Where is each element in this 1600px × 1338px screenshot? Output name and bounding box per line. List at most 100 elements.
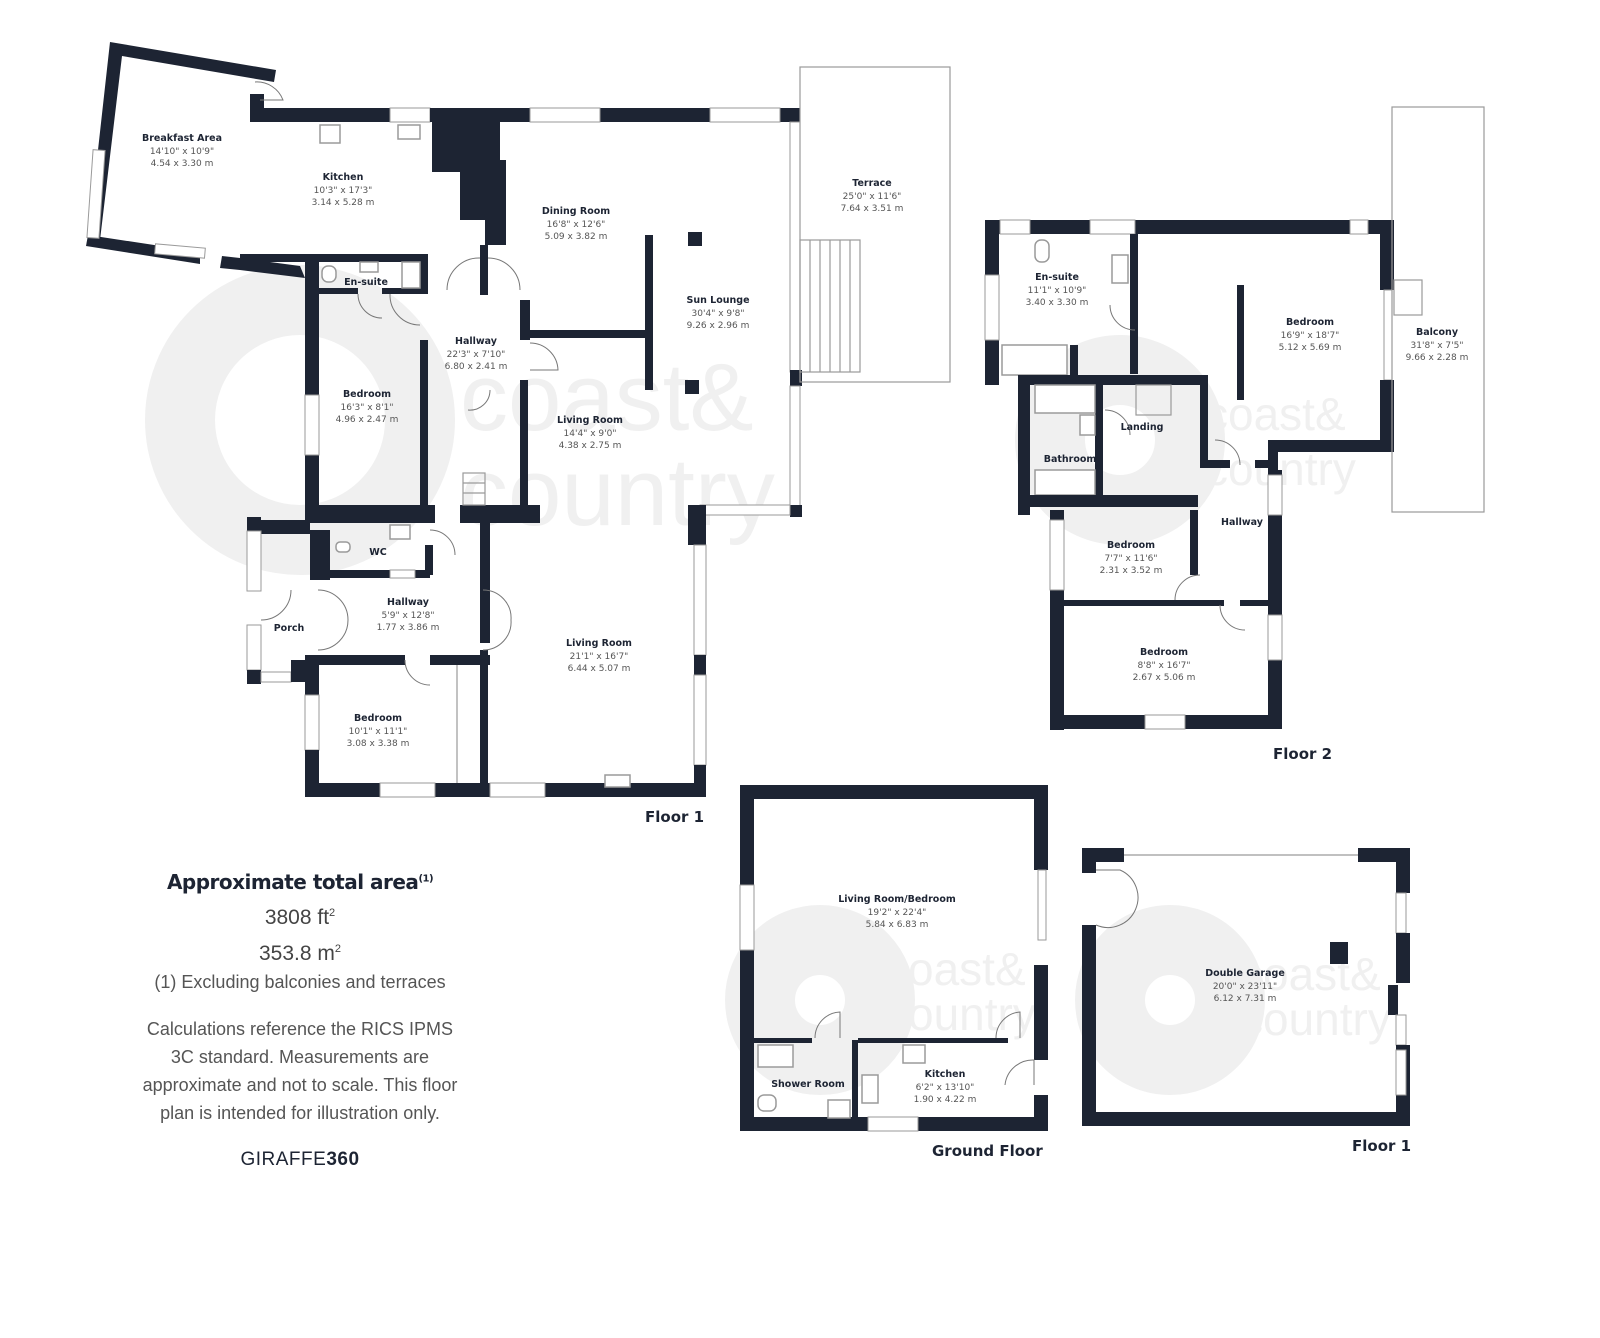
svg-text:Hallway: Hallway xyxy=(1221,517,1264,528)
room-landing: Landing xyxy=(1121,422,1164,433)
svg-text:Balcony: Balcony xyxy=(1416,327,1459,338)
svg-text:coast&: coast& xyxy=(885,943,1026,995)
svg-text:Hallway: Hallway xyxy=(455,336,498,347)
room-porch: Porch xyxy=(274,623,305,634)
svg-text:2.31 x 3.52 m: 2.31 x 3.52 m xyxy=(1100,566,1163,576)
svg-text:7'7" x 11'6": 7'7" x 11'6" xyxy=(1105,554,1158,564)
svg-text:5'9" x 12'8": 5'9" x 12'8" xyxy=(382,611,435,621)
garage-plan xyxy=(1082,848,1410,1126)
svg-text:16'8" x 12'6": 16'8" x 12'6" xyxy=(547,220,606,230)
room-dining-room: Dining Room 16'8" x 12'6" 5.09 x 3.82 m xyxy=(542,206,610,242)
room-double-garage: Double Garage 20'0" x 23'11" 6.12 x 7.31… xyxy=(1205,968,1285,1004)
svg-text:5.12 x 5.69 m: 5.12 x 5.69 m xyxy=(1279,343,1342,353)
svg-text:Kitchen: Kitchen xyxy=(925,1069,966,1080)
room-hallway-entry: Hallway 5'9" x 12'8" 1.77 x 3.86 m xyxy=(377,597,440,633)
svg-text:Shower Room: Shower Room xyxy=(771,1079,845,1090)
svg-text:9.66 x 2.28 m: 9.66 x 2.28 m xyxy=(1406,353,1469,363)
room-bedroom-floor2-master: Bedroom 16'9" x 18'7" 5.12 x 5.69 m xyxy=(1279,317,1342,353)
area-ft-superscript: 2 xyxy=(329,907,336,919)
svg-text:14'4" x 9'0": 14'4" x 9'0" xyxy=(564,429,617,439)
svg-text:1.77 x 3.86 m: 1.77 x 3.86 m xyxy=(377,623,440,633)
svg-text:Bedroom: Bedroom xyxy=(1140,647,1188,658)
svg-text:Landing: Landing xyxy=(1121,422,1164,433)
svg-text:Living Room/Bedroom: Living Room/Bedroom xyxy=(838,894,956,905)
room-terrace: Terrace 25'0" x 11'6" 7.64 x 3.51 m xyxy=(841,178,904,214)
summary-title: Approximate total area(1) xyxy=(140,870,460,894)
room-hallway-floor2: Hallway xyxy=(1221,517,1264,528)
svg-text:Bedroom: Bedroom xyxy=(1286,317,1334,328)
svg-text:4.96 x 2.47 m: 4.96 x 2.47 m xyxy=(336,415,399,425)
brand-bold: 360 xyxy=(326,1149,360,1170)
room-bathroom: Bathroom xyxy=(1044,454,1097,465)
svg-text:7.64 x 3.51 m: 7.64 x 3.51 m xyxy=(841,204,904,214)
svg-text:25'0" x 11'6": 25'0" x 11'6" xyxy=(843,192,902,202)
total-area-m: 353.8 m2 xyxy=(140,942,460,966)
svg-text:10'3" x 17'3": 10'3" x 17'3" xyxy=(314,186,373,196)
svg-text:Bedroom: Bedroom xyxy=(1107,540,1155,551)
svg-text:country: country xyxy=(460,439,775,546)
area-ft-value: 3808 ft xyxy=(264,906,330,929)
room-wc: WC xyxy=(369,547,386,558)
svg-text:22'3" x 7'10": 22'3" x 7'10" xyxy=(447,350,506,360)
summary-title-text: Approximate total area xyxy=(166,870,419,894)
svg-text:En-suite: En-suite xyxy=(1035,272,1079,283)
svg-text:8'8" x 16'7": 8'8" x 16'7" xyxy=(1138,661,1191,671)
svg-text:1.90 x 4.22 m: 1.90 x 4.22 m xyxy=(914,1095,977,1105)
room-bedroom-floor1-a: Bedroom 16'3" x 8'1" 4.96 x 2.47 m xyxy=(336,389,399,425)
floor2-plan xyxy=(984,106,1485,730)
svg-text:31'8" x 7'5": 31'8" x 7'5" xyxy=(1411,341,1464,351)
total-area-ft: 3808 ft2 xyxy=(140,906,460,930)
watermark-garage: coast& country xyxy=(1075,905,1391,1095)
svg-text:country: country xyxy=(885,988,1036,1040)
svg-text:Living Room: Living Room xyxy=(557,415,623,426)
svg-text:coast&: coast& xyxy=(460,344,753,451)
room-bedroom-floor2-b: Bedroom 8'8" x 16'7" 2.67 x 5.06 m xyxy=(1133,647,1196,683)
svg-text:country: country xyxy=(1240,993,1391,1045)
summary-footnote-marker: (1) xyxy=(418,873,434,885)
svg-text:6'2" x 13'10": 6'2" x 13'10" xyxy=(916,1083,975,1093)
svg-text:20'0" x 23'11": 20'0" x 23'11" xyxy=(1213,982,1277,992)
svg-text:coast&: coast& xyxy=(1240,948,1381,1000)
area-footnote: (1) Excluding balconies and terraces xyxy=(154,972,446,992)
floor-label-floor2: Floor 2 xyxy=(1273,745,1332,763)
floor-label-ground-floor: Ground Floor xyxy=(932,1142,1043,1160)
svg-text:30'4" x 9'8": 30'4" x 9'8" xyxy=(692,309,745,319)
svg-text:Living Room: Living Room xyxy=(566,638,632,649)
room-labels: Breakfast Area 14'10" x 10'9" 4.54 x 3.3… xyxy=(142,133,1468,1105)
disclaimer: Calculations reference the RICS IPMS 3C … xyxy=(142,1019,458,1123)
room-ensuite-floor1: En-suite xyxy=(344,277,388,288)
area-summary: Approximate total area(1) 3808 ft2 353.8… xyxy=(140,870,460,1171)
svg-text:coast&: coast& xyxy=(1205,388,1346,440)
svg-text:3.40 x 3.30 m: 3.40 x 3.30 m xyxy=(1026,298,1089,308)
svg-text:6.44 x 5.07 m: 6.44 x 5.07 m xyxy=(568,664,631,674)
room-sun-lounge: Sun Lounge 30'4" x 9'8" 9.26 x 2.96 m xyxy=(686,295,749,331)
svg-text:3.14 x 5.28 m: 3.14 x 5.28 m xyxy=(312,198,375,208)
svg-text:14'10" x 10'9": 14'10" x 10'9" xyxy=(150,147,214,157)
area-m-value: 353.8 m xyxy=(258,942,335,965)
svg-text:6.80 x 2.41 m: 6.80 x 2.41 m xyxy=(445,362,508,372)
svg-text:Bedroom: Bedroom xyxy=(354,713,402,724)
svg-text:16'3" x 8'1": 16'3" x 8'1" xyxy=(341,403,394,413)
room-hallway-main: Hallway 22'3" x 7'10" 6.80 x 2.41 m xyxy=(445,336,508,372)
ground-floor-plan xyxy=(739,785,1048,1132)
floor-label-main-floor1: Floor 1 xyxy=(645,808,704,826)
svg-text:Terrace: Terrace xyxy=(852,178,892,189)
svg-text:5.84 x 6.83 m: 5.84 x 6.83 m xyxy=(866,920,929,930)
svg-text:4.54 x 3.30 m: 4.54 x 3.30 m xyxy=(151,159,214,169)
svg-text:16'9" x 18'7": 16'9" x 18'7" xyxy=(1281,331,1340,341)
svg-text:19'2" x 22'4": 19'2" x 22'4" xyxy=(868,908,927,918)
svg-text:3.08 x 3.38 m: 3.08 x 3.38 m xyxy=(347,739,410,749)
svg-text:Dining Room: Dining Room xyxy=(542,206,610,217)
svg-text:Sun Lounge: Sun Lounge xyxy=(686,295,749,306)
brand-logo: GIRAFFE360 xyxy=(140,1149,460,1171)
svg-text:4.38 x 2.75 m: 4.38 x 2.75 m xyxy=(559,441,622,451)
svg-text:6.12 x 7.31 m: 6.12 x 7.31 m xyxy=(1214,994,1277,1004)
room-balcony: Balcony 31'8" x 7'5" 9.66 x 2.28 m xyxy=(1406,327,1469,363)
room-ensuite-floor2: En-suite 11'1" x 10'9" 3.40 x 3.30 m xyxy=(1026,272,1089,308)
room-bedroom-floor1-b: Bedroom 10'1" x 11'1" 3.08 x 3.38 m xyxy=(347,713,410,749)
room-shower-room: Shower Room xyxy=(771,1079,845,1090)
room-breakfast-area: Breakfast Area 14'10" x 10'9" 4.54 x 3.3… xyxy=(142,133,222,169)
room-kitchen-ground: Kitchen 6'2" x 13'10" 1.90 x 4.22 m xyxy=(914,1069,977,1105)
svg-text:Kitchen: Kitchen xyxy=(323,172,364,183)
